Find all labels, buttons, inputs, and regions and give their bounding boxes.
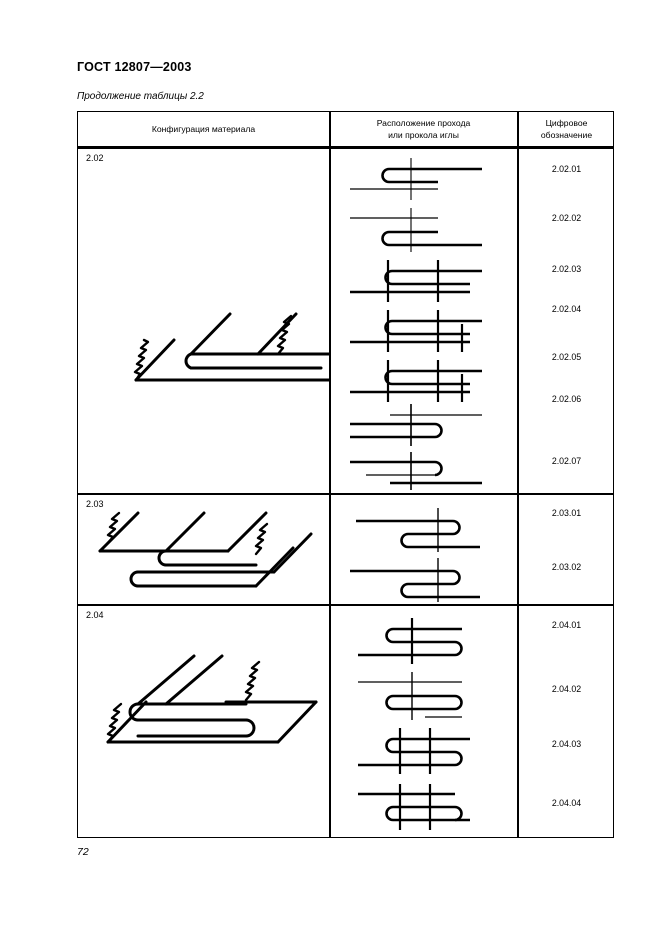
needle-svg-2-03: [350, 508, 480, 602]
table-header-needle-position-label: Расположение прохода или прокола иглы: [377, 117, 471, 142]
code-header-line-1: Цифровое: [545, 117, 588, 128]
table-header-code: Цифровое обозначение: [518, 112, 615, 146]
needle-diagram-art-2-02: [330, 152, 517, 490]
group-label-2-03: 2.03: [86, 499, 104, 509]
table-header-needle-position: Расположение прохода или прокола иглы: [330, 112, 517, 146]
needle-diagram-art-2-03: [330, 502, 517, 602]
diagram-2-02-02: [350, 208, 482, 252]
page-number: 72: [77, 846, 89, 858]
code-2-02-03: 2.02.03: [551, 264, 582, 274]
needle-diagram-art-2-04: [330, 612, 517, 836]
column-divider-1: [329, 112, 331, 837]
group-separator-2-03: [78, 493, 613, 495]
code-2-02-02: 2.02.02: [551, 213, 582, 223]
code-2-04-04: 2.04.04: [551, 798, 582, 808]
table-header-code-label: Цифровое обозначение: [541, 117, 592, 142]
diagram-2-04-03: [358, 728, 470, 774]
diagram-2-04-01: [358, 618, 463, 664]
diagram-2-02-05: [350, 360, 482, 402]
diagram-2-02-01: [350, 158, 482, 200]
config-svg-2-04: [106, 654, 318, 744]
code-2-02-06: 2.02.06: [551, 394, 582, 404]
material-configuration-art-2-04: [78, 642, 329, 762]
code-2-02-04: 2.02.04: [551, 304, 582, 314]
diagram-2-03-02: [350, 558, 480, 602]
needle-header-line-1: Расположение прохода: [376, 117, 471, 128]
diagram-2-03-01: [356, 508, 480, 552]
needle-svg-2-02: [350, 158, 482, 490]
needle-header-line-2: или прокола иглы: [388, 130, 459, 140]
group-label-2-04: 2.04: [86, 610, 104, 620]
code-2-04-02: 2.04.02: [551, 684, 582, 694]
code-2-02-07: 2.02.07: [551, 456, 582, 466]
code-2-02-01: 2.02.01: [551, 164, 582, 174]
diagram-2-02-03: [350, 260, 482, 302]
diagram-2-04-02: [358, 672, 463, 720]
table-header-configuration: Конфигурация материала: [78, 112, 329, 146]
diagram-2-02-07: [350, 452, 482, 490]
diagram-2-02-04: [350, 310, 482, 352]
code-2-04-01: 2.04.01: [551, 620, 582, 630]
needle-svg-2-04: [358, 618, 470, 830]
table-continuation-caption: Продолжение таблицы 2.2: [77, 91, 204, 102]
code-2-02-05: 2.02.05: [551, 352, 582, 362]
code-header-line-2: обозначение: [540, 130, 593, 140]
column-divider-2: [517, 112, 519, 837]
group-separator-2-04: [78, 604, 613, 606]
diagram-2-04-04: [358, 784, 470, 830]
standard-identifier: ГОСТ 12807—2003: [77, 60, 192, 74]
material-configuration-art-2-03: [78, 504, 329, 602]
code-2-04-03: 2.04.03: [551, 739, 582, 749]
header-separator-line: [78, 146, 613, 149]
config-svg-2-03: [98, 511, 313, 588]
code-2-03-02: 2.03.02: [551, 562, 582, 572]
group-label-2-02: 2.02: [86, 153, 104, 163]
diagram-2-02-06: [350, 404, 482, 446]
specification-table: Конфигурация материала Расположение прох…: [77, 111, 614, 838]
config-svg-2-02: [133, 312, 329, 382]
material-configuration-art-2-02: [78, 282, 329, 392]
table-header-configuration-label: Конфигурация материала: [151, 123, 256, 134]
code-2-03-01: 2.03.01: [551, 508, 582, 518]
